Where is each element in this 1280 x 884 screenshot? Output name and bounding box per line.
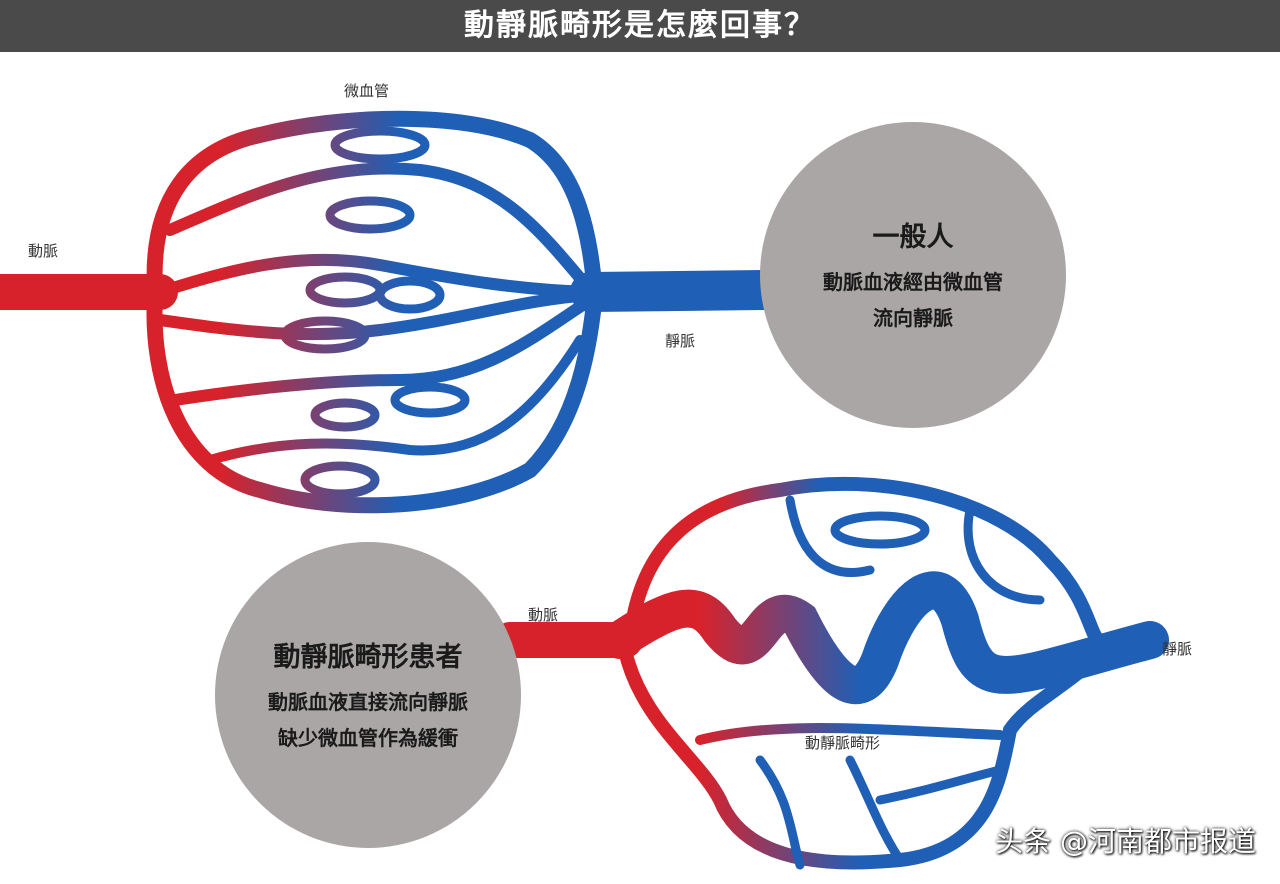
vein-vessel (570, 270, 785, 312)
artery-label-bottom: 動脈 (528, 606, 559, 624)
circle-title: 動靜脈畸形患者 (273, 641, 463, 673)
circle-line: 動脈血液直接流向靜脈 (268, 689, 468, 714)
vessel-diagram (0, 110, 1169, 870)
watermark: 头条 @河南都市报道 (995, 825, 1256, 858)
avm-network (492, 476, 1169, 870)
avm-patient-circle: 動靜脈畸形患者 動脈血液直接流向靜脈 缺少微血管作為緩衝 (215, 542, 521, 848)
normal-person-circle: 一般人 動脈血液經由微血管 流向靜脈 (760, 122, 1066, 428)
malformation-vessel (601, 571, 1169, 705)
circle-line: 動脈血液經由微血管 (823, 269, 1003, 294)
vein-label-bottom: 靜脈 (1162, 640, 1193, 658)
malformation-label: 動靜脈畸形 (805, 734, 881, 752)
capillary-label: 微血管 (344, 82, 390, 100)
circle-line: 流向靜脈 (873, 305, 953, 330)
circle-line: 缺少微血管作為緩衝 (278, 725, 458, 750)
vein-label-top: 靜脈 (665, 332, 696, 350)
normal-capillary-network (0, 110, 785, 514)
artery-label-top: 動脈 (28, 242, 59, 260)
page-title: 動靜脈畸形是怎麼回事？ (0, 0, 1280, 52)
circle-title: 一般人 (872, 221, 954, 253)
